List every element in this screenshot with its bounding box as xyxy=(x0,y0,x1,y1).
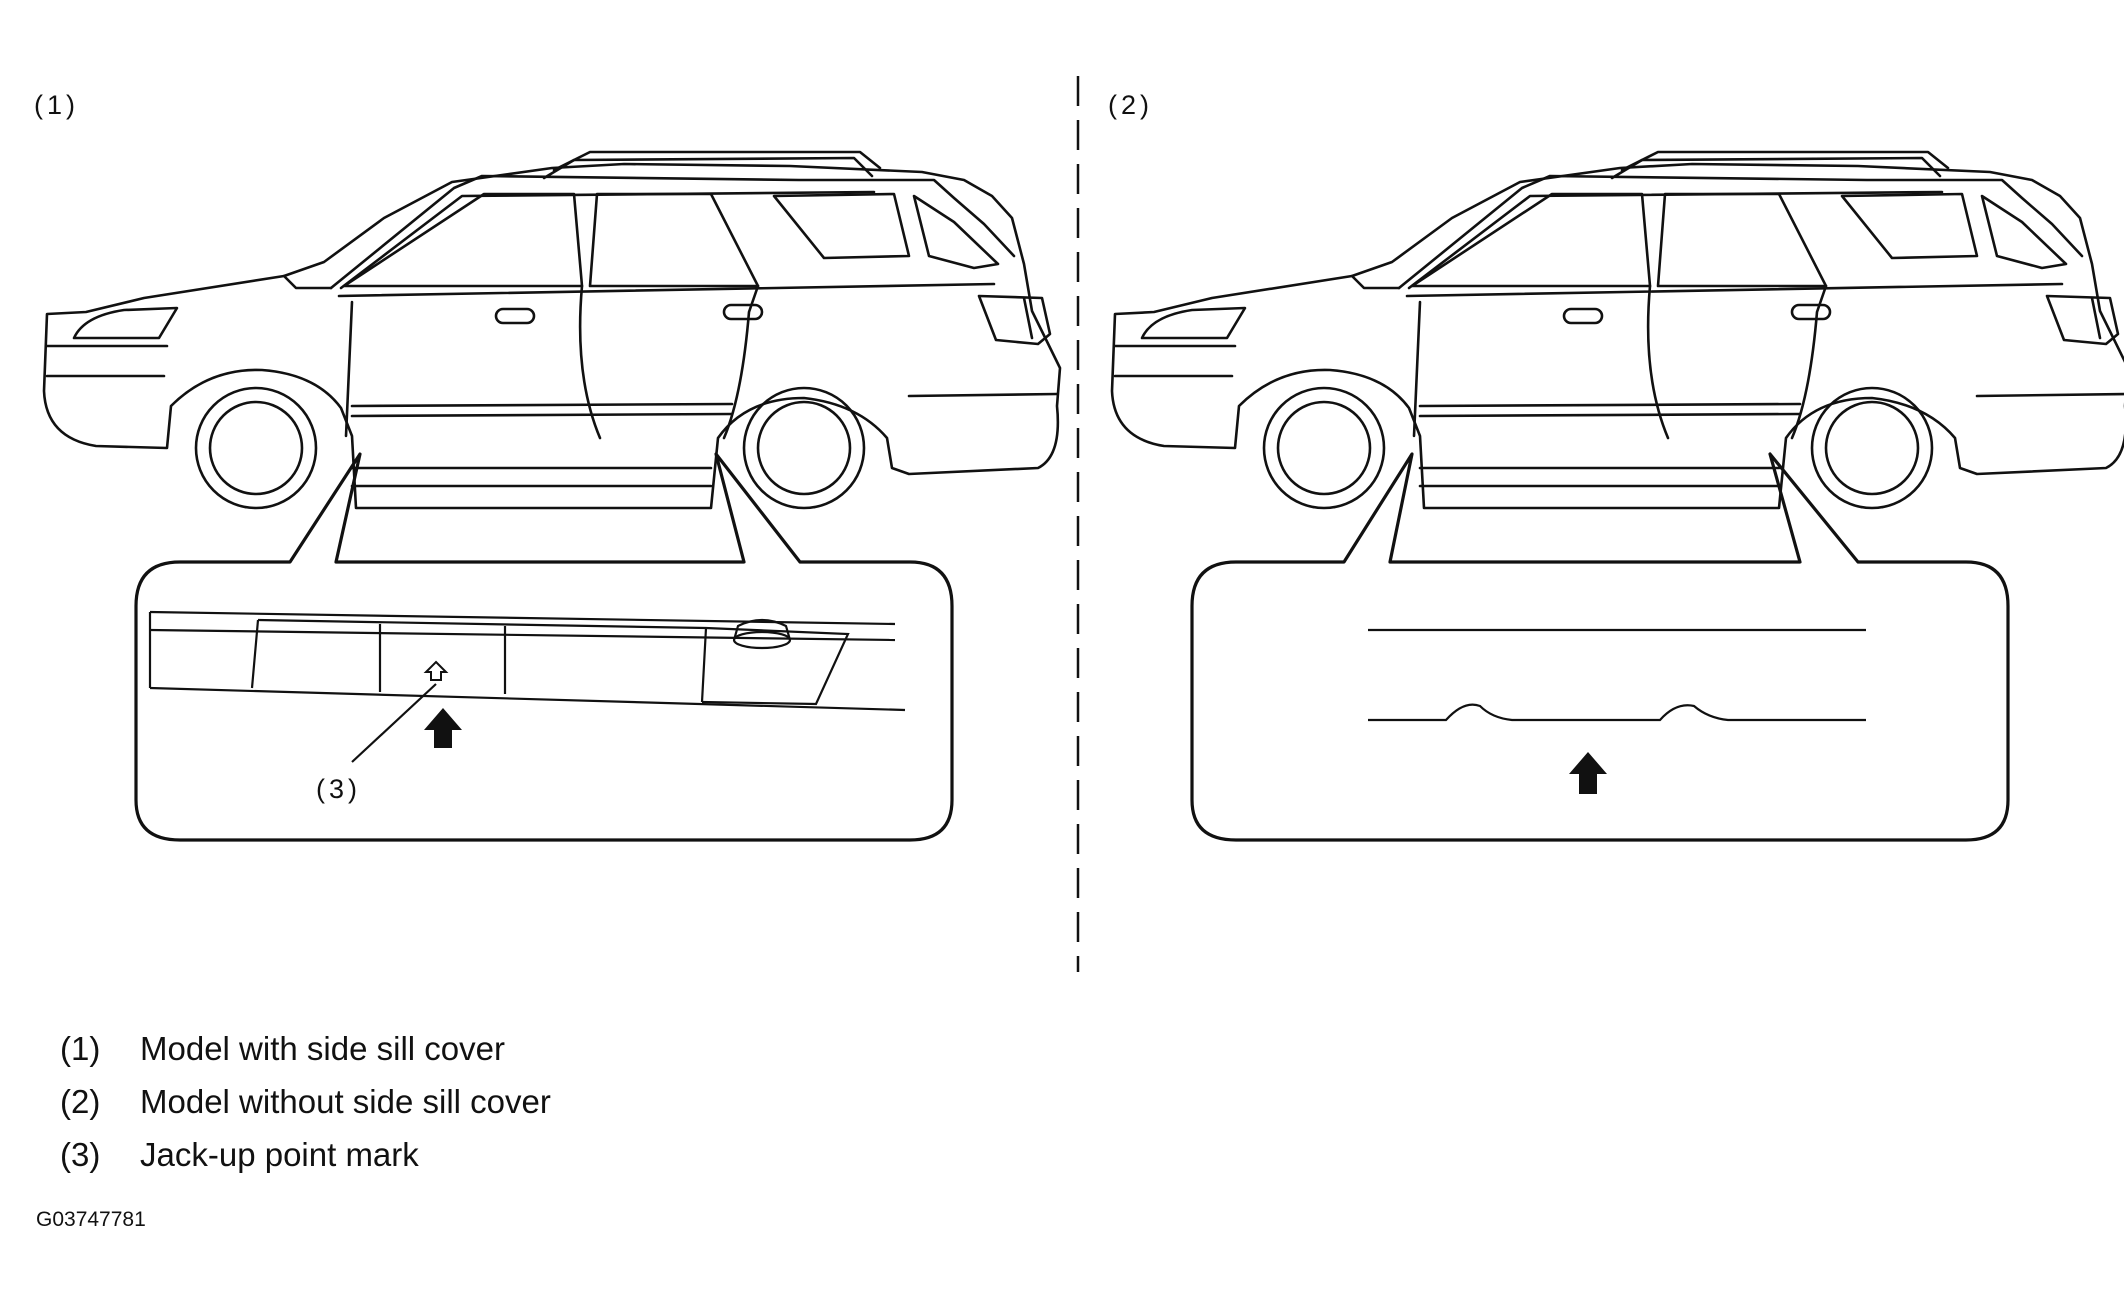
legend-num: (3) xyxy=(60,1136,101,1173)
legend-item-3: (3) Jack-up point mark xyxy=(60,1136,551,1189)
callout-frame-1 xyxy=(134,452,954,842)
side-sill-cover-detail xyxy=(148,610,906,712)
lift-arrow-icon xyxy=(424,708,462,748)
legend-item-2: (2) Model without side sill cover xyxy=(60,1083,551,1136)
car-with-side-sill-cover xyxy=(42,150,1062,510)
car-without-side-sill-cover xyxy=(1110,150,2124,510)
sill-flange-detail xyxy=(1368,628,1866,722)
legend: (1) Model with side sill cover (2) Model… xyxy=(60,1030,551,1189)
leader-line-3 xyxy=(351,683,437,763)
panel-2-label: (2) xyxy=(1108,90,1153,120)
legend-text: Jack-up point mark xyxy=(140,1136,419,1173)
legend-text: Model without side sill cover xyxy=(140,1083,551,1120)
legend-num: (2) xyxy=(60,1083,101,1120)
legend-item-1: (1) Model with side sill cover xyxy=(60,1030,551,1083)
jack-up-point-mark xyxy=(423,660,449,681)
panel-1-label: (1) xyxy=(34,90,79,120)
callout-frame-2 xyxy=(1190,452,2010,842)
legend-text: Model with side sill cover xyxy=(140,1030,505,1067)
lift-arrow-icon-2 xyxy=(1569,752,1607,794)
legend-num: (1) xyxy=(60,1030,101,1067)
callout-3-label: (3) xyxy=(316,774,361,804)
figure-code: G03747781 xyxy=(36,1208,146,1231)
